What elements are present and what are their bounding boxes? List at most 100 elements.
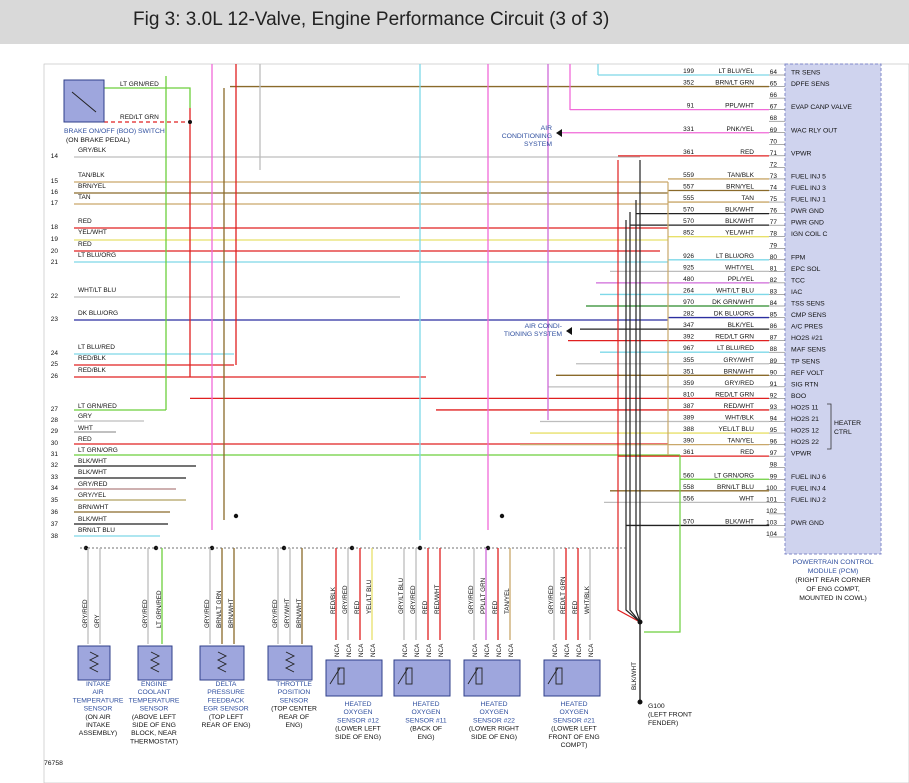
nca-label: NCA — [402, 643, 409, 657]
ground-bus-3 — [635, 200, 641, 623]
heater-element — [475, 667, 483, 685]
sensor-label-line: COMPT) — [561, 742, 588, 749]
nca-label: NCA — [414, 643, 421, 657]
sensor-wire-label: RED/LT GRN — [560, 576, 567, 614]
left-wire-label-22: WHT/LT BLU — [78, 287, 116, 294]
pin-number-87: 87 — [770, 335, 778, 342]
pin-function-88: MAF SENS — [791, 347, 826, 354]
pin-function-103: PWR GND — [791, 520, 824, 527]
sensor-label-line: ENG) — [286, 722, 303, 729]
pin-number-75: 75 — [770, 196, 778, 203]
sensor-wire-label: LT GRN/RED — [156, 590, 163, 628]
pcm-label-0: POWERTRAIN CONTROL — [792, 559, 873, 566]
sensor-label-line: ENG) — [418, 734, 435, 741]
pin-number-90: 90 — [770, 369, 778, 376]
circuit-number-91: 359 — [683, 380, 694, 387]
sensor-label-line: INTAKE — [86, 681, 111, 688]
pcm-box — [784, 63, 882, 555]
row-number-31: 31 — [51, 451, 59, 458]
ground-label-1: (LEFT FRONT — [648, 712, 692, 719]
sensor-label-line: TEMPERATURE — [73, 697, 124, 704]
row-number-29: 29 — [51, 428, 59, 435]
sensor-label-line: EGR SENSOR — [203, 706, 248, 713]
heater-element — [337, 667, 345, 685]
circuit-number-93: 387 — [683, 403, 694, 410]
pin-function-64: TR SENS — [791, 70, 821, 77]
pin-function-90: REF VOLT — [791, 370, 824, 377]
sensor-wire-label: GRY/RED — [82, 599, 89, 628]
sensor-wire-label: GRY/RED — [204, 599, 211, 628]
splice-dot-7 — [233, 513, 239, 519]
row-number-37: 37 — [51, 521, 59, 528]
diagram-frame — [43, 63, 909, 783]
nca-label: NCA — [484, 643, 491, 657]
pin-function-82: TCC — [791, 277, 805, 284]
pin-function-96: HO2S 22 — [791, 439, 819, 446]
sensor-body — [199, 645, 245, 681]
sensor-body — [137, 645, 173, 681]
pin-number-78: 78 — [770, 231, 778, 238]
nca-label: NCA — [576, 643, 583, 657]
pin-function-94: HO2S 21 — [791, 416, 819, 423]
pin-number-85: 85 — [770, 312, 778, 319]
sensing-element — [467, 667, 479, 685]
figure-title: Fig 3: 3.0L 12-Valve, Engine Performance… — [133, 9, 610, 30]
pin-number-74: 74 — [770, 185, 778, 192]
pin-function-71: VPWR — [791, 150, 811, 157]
pin-number-95: 95 — [770, 427, 778, 434]
pin-function-87: HO2S #21 — [791, 335, 823, 342]
sensor-label-line: ENGINE — [141, 681, 168, 688]
sensor-label-line: SIDE OF ENG) — [471, 734, 517, 741]
resistor-symbol — [88, 651, 100, 673]
circuit-number-85: 282 — [683, 311, 694, 318]
row-number-26: 26 — [51, 373, 59, 380]
boo-label-1: BRAKE ON/OFF (BOO) SWITCH — [64, 128, 165, 135]
nca-label: NCA — [472, 643, 479, 657]
sensor-label-line: SENSOR #22 — [473, 717, 515, 724]
wire-color-89: GRY/WHT — [723, 357, 754, 364]
sensor-wire-label: RED — [354, 600, 361, 614]
pin-number-66: 66 — [770, 92, 778, 99]
heater-ctrl-label-2: CTRL — [834, 429, 852, 436]
wire-color-92: RED/LT GRN — [715, 391, 754, 398]
row-number-25: 25 — [51, 361, 59, 368]
wire-color-100: BRN/LT BLU — [717, 484, 754, 491]
row-number-36: 36 — [51, 509, 59, 516]
pin-function-81: EPC SOL — [791, 266, 821, 273]
sensor-label-line: THROTTLE — [276, 681, 312, 688]
pin-number-101: 101 — [766, 496, 777, 503]
left-wire-label-20: RED — [78, 241, 92, 248]
pin-number-82: 82 — [770, 277, 778, 284]
wire-color-97: RED — [740, 449, 754, 456]
wire-color-64: LT BLU/YEL — [718, 68, 754, 75]
wire-color-71: RED — [740, 149, 754, 156]
boo-top-wire-label: LT GRN/RED — [120, 81, 159, 88]
sensor-body — [463, 659, 521, 697]
pin-function-86: A/C PRES — [791, 324, 823, 331]
circuit-number-96: 390 — [683, 438, 694, 445]
pin-function-95: HO2S 12 — [791, 428, 819, 435]
wire-color-91: GRY/RED — [725, 380, 755, 387]
left-wire-label-36: BRN/WHT — [78, 504, 108, 511]
pin-number-84: 84 — [770, 300, 778, 307]
sensor-wire-label: GRY/WHT — [284, 598, 291, 628]
sensor-label-line: (LOWER LEFT — [551, 726, 597, 733]
wire-color-65: BRN/LT GRN — [715, 80, 754, 87]
sensor-label-line: TEMPERATURE — [129, 697, 180, 704]
pin-function-67: EVAP CANP VALVE — [791, 104, 852, 111]
sensor-label-line: OXYGEN — [411, 709, 440, 716]
pin-function-84: TSS SENS — [791, 301, 825, 308]
left-wire-label-37: BLK/WHT — [78, 516, 107, 523]
ac-system-1-line-1: CONDITIONING — [502, 133, 552, 140]
left-wire-label-35: GRY/YEL — [78, 492, 106, 499]
pcm-label-4: MOUNTED IN COWL) — [799, 595, 867, 602]
circuit-number-97: 361 — [683, 449, 694, 456]
circuit-number-69: 331 — [683, 126, 694, 133]
circuit-number-94: 389 — [683, 415, 694, 422]
sensor-label-line: SIDE OF ENG) — [335, 734, 381, 741]
sensing-element — [329, 667, 341, 685]
nca-label: NCA — [508, 643, 515, 657]
pin-number-80: 80 — [770, 254, 778, 261]
pin-number-69: 69 — [770, 127, 778, 134]
